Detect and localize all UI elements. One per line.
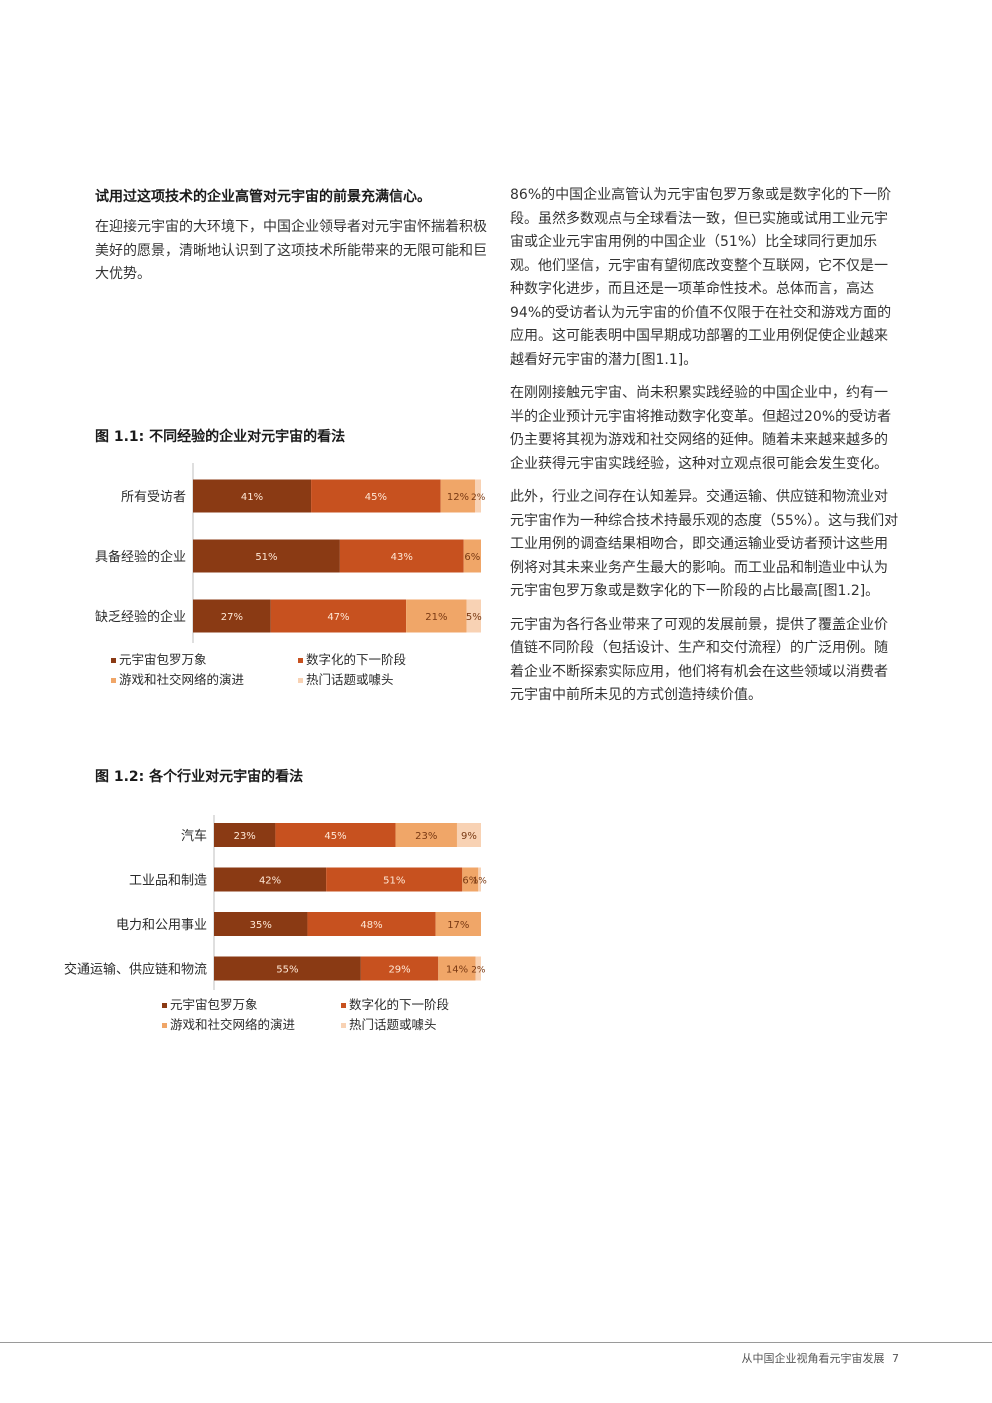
- data-label: 45%: [324, 831, 346, 842]
- figure-1-2-chart: 汽车 23% 45% 23% 9% 工业品和制造 42% 51% 6%1% 电力和公用事业 35% 4…: [64, 815, 488, 1032]
- figure-1-1-chart: 所有受访者 41% 45% 12%2% 具备经验的企业 51% 43% 6% 缺乏经验的企业 27…: [95, 463, 486, 687]
- bar-segment: [440, 479, 476, 513]
- bar-segment: [435, 912, 481, 936]
- legend-swatch: [162, 1023, 167, 1028]
- bar-segment: [475, 956, 481, 981]
- data-label: 23%: [415, 831, 437, 842]
- legend-label: 游戏和社交网络的演进: [170, 1017, 296, 1032]
- footer-divider: [0, 1342, 992, 1343]
- data-label: 35%: [250, 920, 272, 931]
- bar-segment: [311, 479, 441, 513]
- legend-label: 数字化的下一阶段: [306, 652, 406, 667]
- category-label: 工业品和制造: [129, 874, 207, 889]
- legend-label: 热门话题或噱头: [349, 1017, 437, 1032]
- category-label: 电力和公用事业: [116, 918, 207, 933]
- bar-segment: [270, 599, 407, 633]
- legend-label: 元宇宙包罗万象: [119, 652, 207, 667]
- data-label: 5%: [466, 612, 482, 623]
- bar-segment: [214, 912, 308, 936]
- category-label: 具备经验的企业: [95, 549, 186, 565]
- data-label: 41%: [241, 492, 263, 503]
- bar-segment: [214, 956, 361, 981]
- legend-label: 数字化的下一阶段: [349, 997, 449, 1012]
- data-label: 51%: [383, 876, 405, 887]
- data-label: 55%: [276, 965, 298, 976]
- intro-paragraph: 在迎接元宇宙的大环境下，中国企业领导者对元宇宙怀揣着积极美好的愿景，清晰地认识到…: [95, 219, 487, 282]
- data-label: 47%: [327, 612, 349, 623]
- body-paragraph: 86%的中国企业高管认为元宇宙包罗万象或是数字化的下一阶段。虽然多数观点与全球看…: [510, 187, 892, 368]
- bar-segment: [193, 599, 271, 633]
- bar-segment: [478, 867, 481, 892]
- data-label: 6%: [464, 552, 480, 563]
- bar-segment: [326, 867, 463, 892]
- figure-1-1-title: 图 1.1: 不同经验的企业对元宇宙的看法: [95, 429, 346, 445]
- data-label: 17%: [447, 920, 469, 931]
- bar-segment: [360, 956, 439, 981]
- data-label: 21%: [425, 612, 447, 623]
- data-label: 2%: [471, 493, 486, 503]
- category-label: 所有受访者: [121, 490, 186, 505]
- bar-segment: [406, 599, 467, 633]
- legend-label: 游戏和社交网络的演进: [119, 672, 245, 687]
- data-label: 6%: [462, 876, 478, 887]
- footer-title: 从中国企业视角看元宇宙发展: [741, 1352, 885, 1365]
- figure-1-2-title: 图 1.2: 各个行业对元宇宙的看法: [95, 769, 304, 785]
- bar-segment: [466, 599, 481, 633]
- data-label: 12%: [447, 492, 469, 503]
- bar-segment: [438, 956, 476, 981]
- bar-segment: [214, 823, 276, 847]
- legend-swatch: [341, 1023, 346, 1028]
- bar-segment: [193, 539, 340, 573]
- category-label: 缺乏经验的企业: [95, 609, 186, 625]
- legend-swatch: [298, 658, 303, 663]
- data-label: 51%: [255, 552, 277, 563]
- data-label: 14%: [446, 965, 468, 976]
- bar-segment: [395, 823, 457, 847]
- category-label: 汽车: [181, 828, 207, 844]
- data-label: 48%: [360, 920, 382, 931]
- legend-swatch: [162, 1003, 167, 1008]
- body-paragraph: 在刚刚接触元宇宙、尚未积累实践经验的中国企业中，约有一半的企业预计元宇宙将推动数…: [510, 385, 892, 472]
- legend-swatch: [111, 678, 116, 683]
- bar-segment: [463, 539, 481, 573]
- bar-segment: [275, 823, 396, 847]
- legend-label: 元宇宙包罗万象: [170, 997, 258, 1012]
- body-paragraph: 此外，行业之间存在认知差异。交通运输、供应链和物流业对元宇宙作为一种综合技术持最…: [510, 489, 899, 599]
- bar-segment: [462, 867, 479, 892]
- data-label: 42%: [259, 876, 281, 887]
- data-label: 2%: [471, 966, 486, 976]
- lead-heading: 试用过这项技术的企业高管对元宇宙的前景充满信心。: [95, 189, 431, 205]
- data-label: 43%: [391, 552, 413, 563]
- bar-segment: [456, 823, 481, 847]
- data-label: 27%: [221, 612, 243, 623]
- body-paragraph: 元宇宙为各行各业带来了可观的发展前景，提供了覆盖企业价值链不同阶段（包括设计、生…: [510, 616, 888, 704]
- bar-segment: [339, 539, 464, 573]
- page-number: 7: [892, 1352, 899, 1365]
- bar-segment: [214, 867, 327, 892]
- bar-segment: [307, 912, 436, 936]
- right-column: 86%的中国企业高管认为元宇宙包罗万象或是数字化的下一阶段。虽然多数观点与全球看…: [510, 184, 900, 718]
- data-label: 29%: [388, 965, 410, 976]
- legend-swatch: [111, 658, 116, 663]
- data-label: 45%: [365, 492, 387, 503]
- data-label: 1%: [473, 877, 488, 887]
- legend-swatch: [298, 678, 303, 683]
- legend-label: 热门话题或噱头: [306, 672, 394, 687]
- category-label: 交通运输、供应链和物流: [64, 962, 207, 978]
- legend-swatch: [341, 1003, 346, 1008]
- data-label: 9%: [461, 831, 477, 842]
- bar-segment: [475, 479, 481, 513]
- bar-segment: [193, 479, 312, 513]
- data-label: 23%: [234, 831, 256, 842]
- footer: 从中国企业视角看元宇宙发展 7: [742, 1350, 900, 1366]
